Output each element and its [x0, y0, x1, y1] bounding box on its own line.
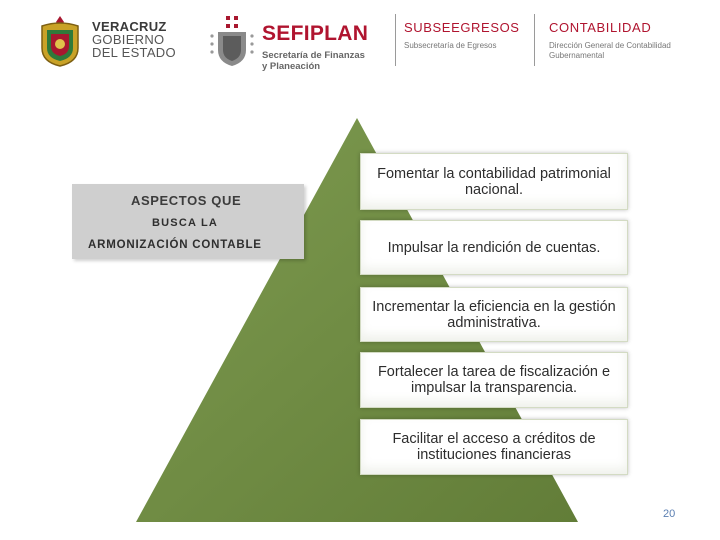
veracruz-line3: DEL ESTADO: [92, 45, 176, 60]
aspects-line1: ASPECTOS QUE: [131, 193, 242, 208]
subsecretaria-block: SUBSEEGRESOS Subsecretaría de Egresos: [404, 20, 544, 51]
pyramid-item: Fortalecer la tarea de fiscalización e i…: [360, 352, 628, 408]
veracruz-crest-icon: [41, 16, 79, 67]
sefiplan-title: SEFIPLAN: [262, 22, 369, 45]
pyramid-item: Facilitar el acceso a créditos de instit…: [360, 419, 628, 475]
header-divider: [395, 14, 396, 66]
subsecretaria-subtitle: Subsecretaría de Egresos: [404, 41, 497, 50]
aspects-box: ASPECTOS QUE BUSCA LA ARMONIZACIÓN CONTA…: [72, 184, 304, 259]
sefiplan-subtitle-line2: y Planeación: [262, 61, 321, 72]
veracruz-map-icon: [210, 14, 254, 66]
header-divider: [534, 14, 535, 66]
pyramid-item: Incrementar la eficiencia en la gestión …: [360, 287, 628, 342]
aspects-line3: ARMONIZACIÓN CONTABLE: [88, 239, 262, 251]
veracruz-line2: GOBIERNO: [92, 32, 165, 47]
veracruz-line1: VERACRUZ: [92, 19, 167, 34]
contabilidad-block: CONTABILIDAD Dirección General de Contab…: [549, 20, 689, 61]
pyramid-item: Impulsar la rendición de cuentas.: [360, 220, 628, 275]
sefiplan-subtitle-line1: Secretaría de Finanzas: [262, 50, 365, 61]
subsecretaria-title: SUBSEEGRESOS: [404, 20, 520, 35]
aspects-line2: BUSCA LA: [152, 217, 219, 229]
contabilidad-title: CONTABILIDAD: [549, 20, 652, 35]
contabilidad-subtitle-line1: Dirección General de Contabilidad: [549, 41, 671, 50]
pyramid-item: Fomentar la contabilidad patrimonial nac…: [360, 153, 628, 210]
contabilidad-subtitle-line2: Gubernamental: [549, 51, 605, 60]
page-number: 20: [663, 508, 676, 520]
slide-header: VERACRUZ GOBIERNO DEL ESTADO SEFIPLAN Se…: [0, 0, 720, 80]
veracruz-logo: VERACRUZ GOBIERNO DEL ESTADO: [36, 14, 176, 70]
sefiplan-logo: SEFIPLAN Secretaría de Finanzas y Planea…: [208, 14, 388, 72]
